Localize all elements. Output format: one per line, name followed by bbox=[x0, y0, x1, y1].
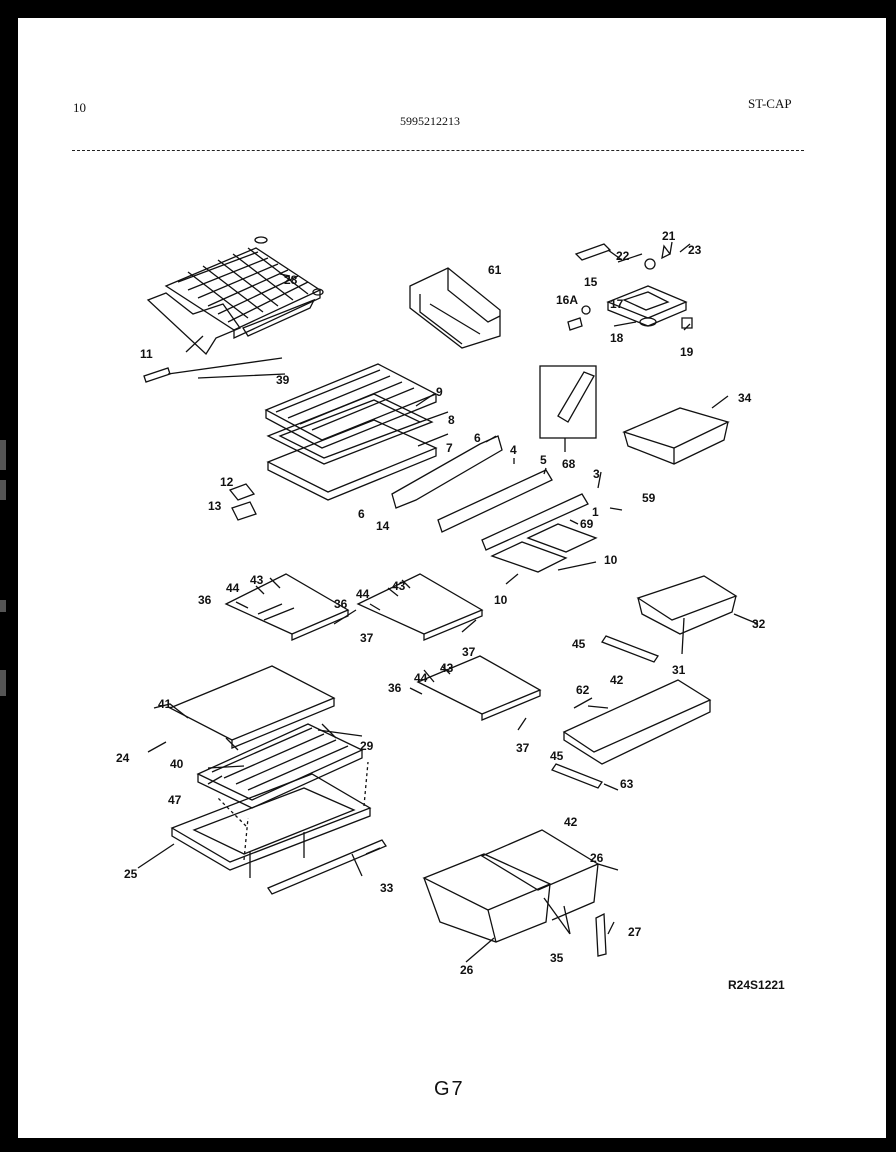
callout-label: 9 bbox=[436, 385, 443, 399]
part-5-trim bbox=[437, 469, 553, 533]
part-17-control-housing bbox=[567, 243, 693, 331]
part-6-rail bbox=[391, 435, 503, 509]
callout-label: 23 bbox=[688, 243, 702, 257]
callout-label: 3 bbox=[593, 467, 600, 481]
header-rule bbox=[72, 150, 804, 151]
callout-label: 42 bbox=[610, 673, 624, 687]
callout-label: 47 bbox=[168, 793, 182, 807]
callout-label: 10 bbox=[494, 593, 508, 607]
callout-label: 5 bbox=[540, 453, 547, 467]
callout-label: 6 bbox=[358, 507, 365, 521]
callout-label: 36 bbox=[334, 597, 348, 611]
callout-label: 27 bbox=[628, 925, 642, 939]
callout-label: 43 bbox=[250, 573, 264, 587]
callout-label: 37 bbox=[462, 645, 476, 659]
callout-label: 34 bbox=[738, 391, 752, 405]
part-25-crisper-frame bbox=[170, 773, 372, 878]
callout-label: 62 bbox=[576, 683, 590, 697]
part-43-freezer-shelf-right bbox=[356, 573, 484, 641]
callout-label: 69 bbox=[580, 517, 594, 531]
diagram-reference: R24S1221 bbox=[728, 978, 785, 992]
callout-label: 1 bbox=[592, 505, 599, 519]
callout-label: 18 bbox=[610, 331, 624, 345]
callout-label: 45 bbox=[572, 637, 586, 651]
callout-label: 26 bbox=[460, 963, 474, 977]
callout-label: 61 bbox=[488, 263, 502, 277]
callout-label: 8 bbox=[448, 413, 455, 427]
part-10-ice-tray bbox=[490, 523, 598, 573]
callout-label: 22 bbox=[616, 249, 630, 263]
callout-label: 63 bbox=[620, 777, 634, 791]
callout-label: 21 bbox=[662, 229, 676, 243]
part-11-evaporator-cover bbox=[143, 236, 324, 383]
callout-label: 25 bbox=[124, 867, 138, 881]
part-33-trim bbox=[267, 839, 387, 895]
scan-edge-mark bbox=[0, 440, 6, 470]
part-68-tray-frame bbox=[539, 365, 597, 439]
callout-label: 36 bbox=[388, 681, 402, 695]
diagram-sheet: 10 5995212213 ST-CAP bbox=[18, 18, 886, 1138]
scan-edge-mark bbox=[0, 670, 6, 696]
callout-label: 17 bbox=[610, 297, 624, 311]
callout-label: 44 bbox=[226, 581, 240, 595]
callout-label: 44 bbox=[356, 587, 370, 601]
callout-label: 39 bbox=[276, 373, 290, 387]
part-34-pan bbox=[622, 407, 730, 465]
callout-label: 36 bbox=[198, 593, 212, 607]
part-7-shelf-glass bbox=[266, 419, 438, 501]
exploded-parts-diagram: 3 4 5 6 6 7 8 9 10 10 11 12 13 14 15 16A… bbox=[116, 229, 766, 977]
part-62-drawer bbox=[562, 679, 712, 765]
callout-label: 68 bbox=[562, 457, 576, 471]
page-code: G7 bbox=[434, 1078, 465, 1100]
callout-label: 28 bbox=[284, 273, 298, 287]
part-42-slide-lower bbox=[551, 763, 603, 789]
callout-label: 15 bbox=[584, 275, 598, 289]
callout-label: 59 bbox=[642, 491, 656, 505]
part-61-bracket bbox=[409, 267, 501, 349]
callout-label: 35 bbox=[550, 951, 564, 965]
callout-label: 43 bbox=[440, 661, 454, 675]
callout-label: 4 bbox=[510, 443, 517, 457]
callout-label: 12 bbox=[220, 475, 234, 489]
callout-label: 31 bbox=[672, 663, 686, 677]
callout-label: 14 bbox=[376, 519, 390, 533]
part-43-freezer-shelf-lower bbox=[416, 655, 542, 721]
part-47-wire-shelf bbox=[196, 723, 364, 809]
callout-label: 32 bbox=[752, 617, 766, 631]
part-27-cap bbox=[595, 912, 607, 957]
part-42-slide-upper bbox=[601, 635, 659, 663]
callout-label: 10 bbox=[604, 553, 618, 567]
callout-label: 41 bbox=[158, 697, 172, 711]
callout-label: 37 bbox=[516, 741, 530, 755]
callout-label: 29 bbox=[360, 739, 374, 753]
callout-label: 45 bbox=[550, 749, 564, 763]
callout-label: 6 bbox=[474, 431, 481, 445]
callout-label: 42 bbox=[564, 815, 578, 829]
callout-label: 7 bbox=[446, 441, 453, 455]
part-43-freezer-shelf-left bbox=[224, 573, 350, 641]
part-26-crisper-pan-left bbox=[422, 853, 552, 943]
page-number: 10 bbox=[73, 100, 86, 115]
part-9-shelf bbox=[264, 363, 438, 449]
part-number: 5995212213 bbox=[400, 114, 460, 128]
callout-label: 13 bbox=[208, 499, 222, 513]
model-code: ST-CAP bbox=[748, 96, 792, 111]
callout-label: 40 bbox=[170, 757, 184, 771]
callout-label: 43 bbox=[392, 579, 406, 593]
callout-label: 33 bbox=[380, 881, 394, 895]
part-1-trim bbox=[481, 493, 589, 551]
part-26-crisper-pan-right bbox=[480, 829, 600, 921]
callout-label: 19 bbox=[680, 345, 694, 359]
scan-edge-mark bbox=[0, 600, 6, 612]
callout-label: 37 bbox=[360, 631, 374, 645]
callout-label: 16A bbox=[556, 293, 578, 307]
part-40-glass-shelf bbox=[153, 665, 336, 749]
scan-edge-mark bbox=[0, 480, 6, 500]
callout-label: 11 bbox=[140, 347, 153, 361]
callout-label: 26 bbox=[590, 851, 604, 865]
callout-label: 44 bbox=[414, 671, 428, 685]
part-32-drawer bbox=[636, 575, 738, 635]
part-12-13-brackets bbox=[228, 483, 257, 521]
callout-label: 24 bbox=[116, 751, 130, 765]
